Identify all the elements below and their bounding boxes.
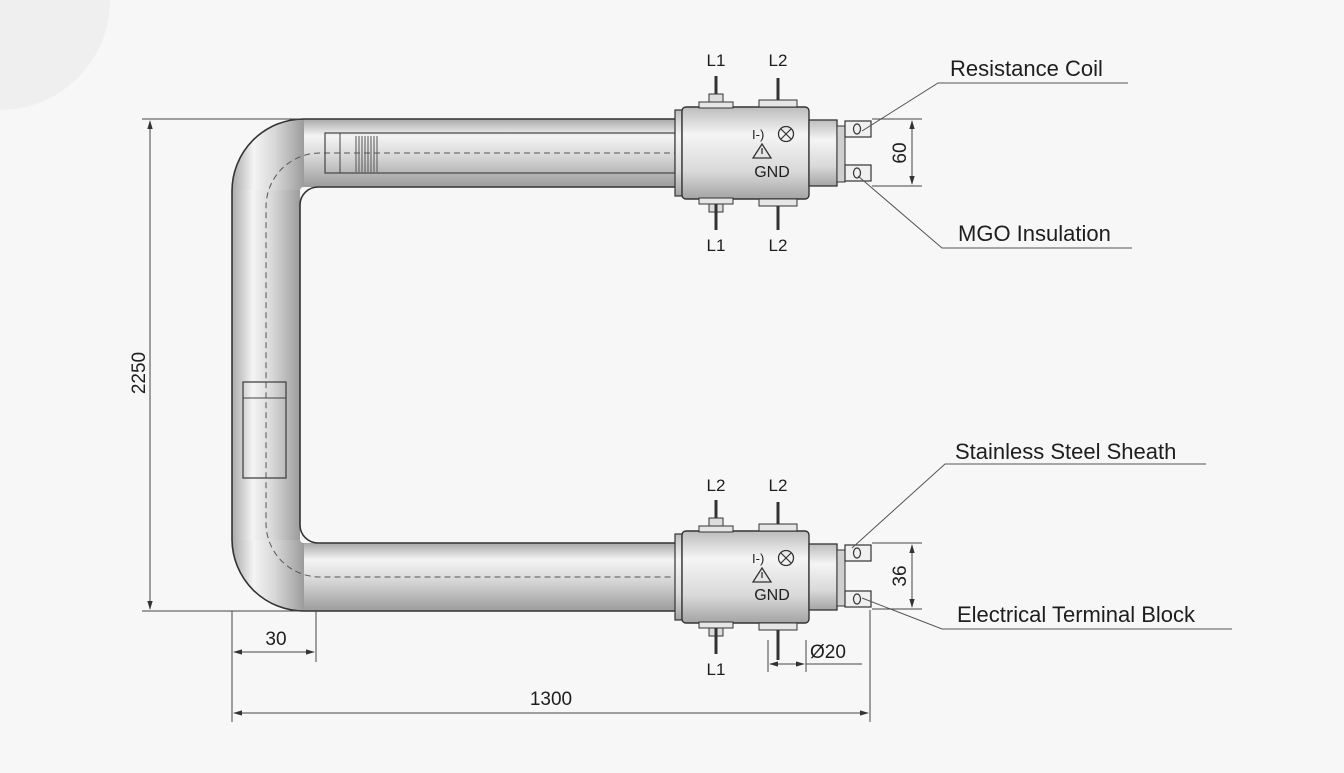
gnd-label-top: GND <box>754 164 790 181</box>
callout-mgo-insulation: MGO Insulation <box>958 221 1111 246</box>
dim-wall: 30 <box>265 629 286 650</box>
terminal-label-top-below-left: L1 <box>707 236 726 255</box>
terminal-label-top-below-right: L2 <box>769 236 788 255</box>
dim-diameter: Ø20 <box>810 642 846 663</box>
top-terminal-block: I-) GND <box>674 76 872 230</box>
bottom-terminal-block: I-) GND <box>674 500 872 660</box>
dimension-lines <box>142 118 922 722</box>
terminal-label-bottom-above-left: L2 <box>707 476 726 495</box>
callout-resistance-coil: Resistance Coil <box>950 56 1103 81</box>
ground-symbol-top: I-) <box>751 125 795 159</box>
callout-leaders <box>851 82 1232 630</box>
ground-symbol-bottom: I-) <box>751 549 795 583</box>
dim-height: 2250 <box>129 352 150 394</box>
dim-width: 1300 <box>530 689 572 710</box>
gnd-label-bottom: GND <box>754 587 790 604</box>
dim-bottom-spacing: 36 <box>890 565 911 586</box>
svg-text:I-): I-) <box>752 551 764 566</box>
callout-terminal-block: Electrical Terminal Block <box>957 602 1196 627</box>
resistance-coil-winding <box>355 136 378 172</box>
svg-text:I-): I-) <box>752 127 764 142</box>
tube-bottom-bend <box>232 540 304 611</box>
stainless-steel-tube <box>231 118 840 612</box>
terminal-label-bottom-above-right: L2 <box>769 476 788 495</box>
terminal-label-top-above-left: L1 <box>707 51 726 70</box>
dim-top-spacing: 60 <box>890 142 911 163</box>
tube-top-bend <box>232 118 304 190</box>
tube-sleeve <box>242 381 287 479</box>
terminal-label-bottom-below-left: L1 <box>707 660 726 679</box>
callout-stainless-sheath: Stainless Steel Sheath <box>955 439 1176 464</box>
terminal-label-top-above-right: L2 <box>769 51 788 70</box>
vignette <box>0 0 110 110</box>
